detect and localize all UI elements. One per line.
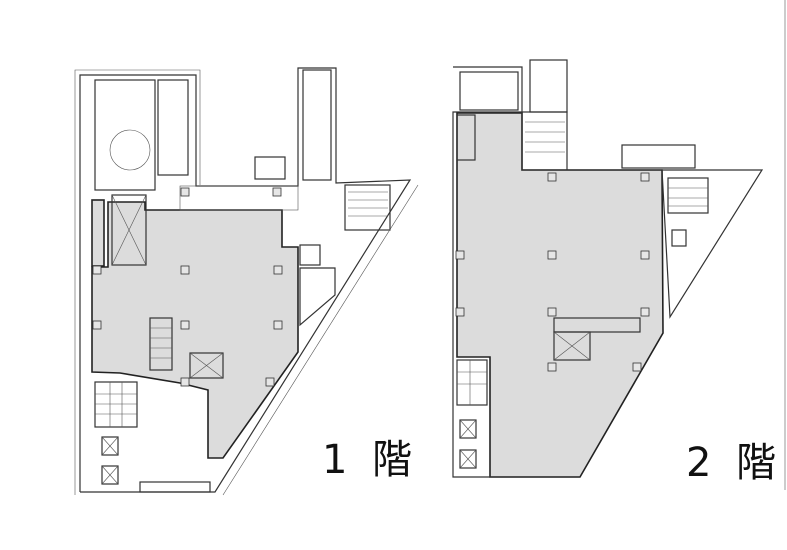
stair-1f-c: [94, 381, 138, 428]
elevator-2f-d: [459, 449, 477, 469]
entrance-1f: [139, 481, 211, 493]
triangle-wing-2f: [661, 169, 764, 319]
building-outline-2f: [452, 66, 580, 478]
elevator-2f-a: [456, 114, 476, 161]
void-1f: [189, 352, 224, 379]
tower-2f: [529, 59, 568, 113]
site-diagonal: [222, 184, 419, 496]
escalator-2f: [553, 317, 641, 333]
elevator-1f-b: [101, 436, 119, 456]
elevator-2f-b: [671, 229, 687, 247]
room-triangle: [299, 267, 336, 327]
building-outline: [79, 67, 412, 493]
stair-center: [149, 317, 173, 371]
stair-2f-d: [456, 359, 488, 406]
stair-2f-b: [621, 144, 696, 169]
void-2f: [553, 331, 591, 361]
elevator-1f-a: [299, 244, 321, 266]
service-room: [157, 79, 189, 176]
stair-1f-b: [344, 184, 391, 231]
corridor: [179, 185, 299, 211]
elevator-2f-c: [459, 419, 477, 439]
elevator-1f-c: [101, 465, 119, 485]
stair-1f-a: [254, 156, 286, 180]
floor-label-2f: 2 階: [686, 440, 783, 486]
round-feature: [109, 129, 151, 171]
room-2f-top: [459, 71, 519, 111]
floor-area-1f: [91, 201, 299, 459]
stair-2f-a: [521, 111, 568, 171]
floor-plan-2f: [452, 59, 764, 478]
tower-shaft: [302, 69, 332, 181]
site-boundary: [74, 69, 201, 495]
void: [111, 194, 147, 266]
columns-2f: [455, 172, 650, 372]
floor-plan-1f: [74, 67, 419, 496]
side-room: [91, 199, 105, 267]
columns-1f: [92, 187, 283, 387]
floor-label-1f: 1 階: [322, 437, 419, 483]
entrance-hall: [94, 79, 156, 191]
stair-2f-c: [667, 177, 709, 214]
